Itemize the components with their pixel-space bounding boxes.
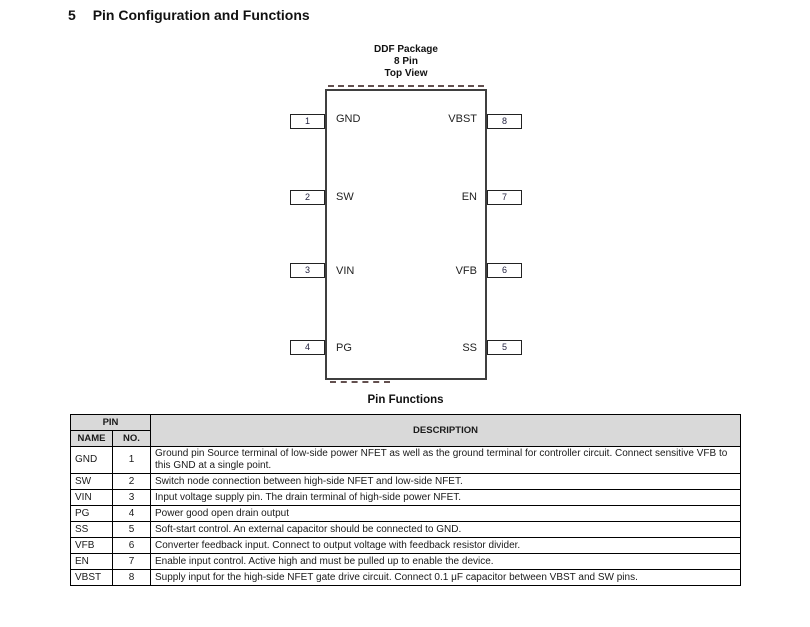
pin-name: VFB [70,537,113,554]
pin-description: Switch node connection between high-side… [150,473,741,490]
pin-name: PG [70,505,113,522]
pin-functions-title: Pin Functions [367,394,444,406]
package-view: Top View [384,68,428,79]
table-row-gnd: GND 1 Ground pin Source terminal of low-… [70,446,741,474]
pin-lead-2: 2 [290,190,325,205]
pin-number: 8 [112,569,151,586]
package-title: DDF Package 8 Pin Top View [306,44,506,80]
pin-name: GND [70,446,113,474]
pin-number: 3 [112,489,151,506]
package-name: DDF Package [374,44,438,55]
table-header-row-2: NAME NO. [70,430,741,447]
pin-name: SS [70,521,113,538]
package-outline [325,89,487,380]
section-title: Pin Configuration and Functions [92,7,310,23]
pin-functions-table: PIN DESCRIPTION NAME NO. GND 1 Ground pi… [70,414,741,586]
pin-lead-8: 8 [487,114,522,129]
pin-description: Enable input control. Active high and mu… [150,553,741,570]
package-pin-count: 8 Pin [394,56,418,67]
pin-lead-1: 1 [290,114,325,129]
pin-label-sw: SW [336,191,354,203]
header-name: NAME [70,430,113,447]
pin-description: Input voltage supply pin. The drain term… [150,489,741,506]
package-dashed-top-edge [328,85,484,87]
pin-description: Power good open drain output [150,505,741,522]
pin-number: 4 [112,505,151,522]
table-row-vfb: VFB 6 Converter feedback input. Connect … [70,537,741,554]
pin-number: 1 [112,446,151,474]
table-header-row-1: PIN DESCRIPTION [70,414,741,447]
pin-number: 6 [112,537,151,554]
pin-description: Supply input for the high-side NFET gate… [150,569,741,586]
pin-label-vbst: VBST [448,113,477,125]
pin-name: EN [70,553,113,570]
pin-lead-5: 5 [487,340,522,355]
header-no: NO. [112,430,151,447]
table-row-en: EN 7 Enable input control. Active high a… [70,553,741,570]
pin-label-pg: PG [336,342,352,354]
pin-description: Converter feedback input. Connect to out… [150,537,741,554]
table-row-vin: VIN 3 Input voltage supply pin. The drai… [70,489,741,506]
pin-lead-3: 3 [290,263,325,278]
pin-label-gnd: GND [336,113,361,125]
header-pin-group: PIN [70,414,151,431]
pin-name: SW [70,473,113,490]
pin-label-en: EN [461,191,477,203]
pin-label-vin: VIN [336,265,355,277]
pin-lead-4: 4 [290,340,325,355]
pin-configuration-diagram: DDF Package 8 Pin Top View 1 2 3 4 8 7 6… [290,44,522,383]
table-row-sw: SW 2 Switch node connection between high… [70,473,741,490]
header-description: DESCRIPTION [150,414,741,447]
pin-description: Ground pin Source terminal of low-side p… [150,446,741,474]
table-row-pg: PG 4 Power good open drain output [70,505,741,522]
section-number: 5 [68,7,76,23]
section-heading: 5 Pin Configuration and Functions [68,7,310,23]
pin-description: Soft-start control. An external capacito… [150,521,741,538]
table-row-ss: SS 5 Soft-start control. An external cap… [70,521,741,538]
pin-name: VBST [70,569,113,586]
package-dashed-bottom-edge [330,381,390,383]
pin-name: VIN [70,489,113,506]
pin-lead-6: 6 [487,263,522,278]
pin-lead-7: 7 [487,190,522,205]
pin-label-vfb: VFB [455,265,477,277]
pin-label-ss: SS [462,342,477,354]
table-row-vbst: VBST 8 Supply input for the high-side NF… [70,569,741,586]
pin-number: 7 [112,553,151,570]
pin-number: 5 [112,521,151,538]
pin-number: 2 [112,473,151,490]
